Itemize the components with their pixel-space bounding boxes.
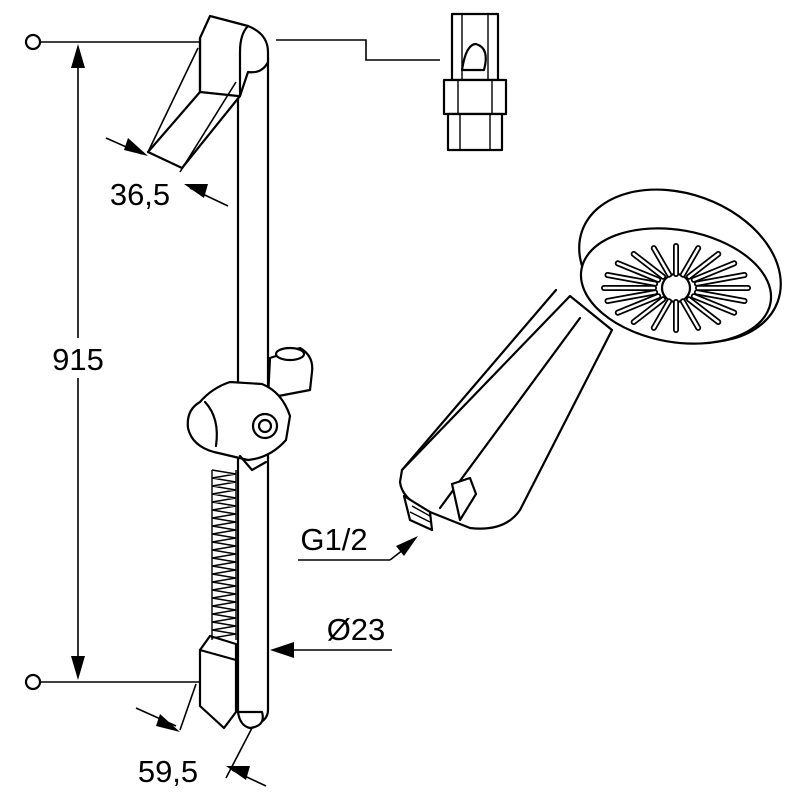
depth-top-dimension: 36,5 xyxy=(105,47,237,212)
bottom-wall-bracket xyxy=(198,634,264,730)
slider-holder xyxy=(186,346,314,472)
hand-shower xyxy=(398,188,782,532)
length-dimension: 915 xyxy=(24,33,200,691)
depth-bottom-dimension: 59,5 xyxy=(135,683,267,789)
thread-dimension: G1/2 xyxy=(298,522,418,561)
length-label: 915 xyxy=(52,342,104,377)
swivel-detail xyxy=(276,12,508,152)
top-reference-circle xyxy=(24,33,42,51)
bar-diameter-label: Ø23 xyxy=(327,612,386,647)
bar-diameter-dimension: Ø23 xyxy=(270,612,392,658)
top-wall-bracket xyxy=(146,14,270,170)
spray-nozzles xyxy=(601,243,751,333)
thread-connector xyxy=(402,494,434,532)
depth-bottom-label: 59,5 xyxy=(138,754,198,789)
bottom-reference-circle xyxy=(24,673,42,691)
thread-label: G1/2 xyxy=(300,522,367,557)
depth-top-label: 36,5 xyxy=(110,177,170,212)
hose-coil xyxy=(211,469,237,640)
